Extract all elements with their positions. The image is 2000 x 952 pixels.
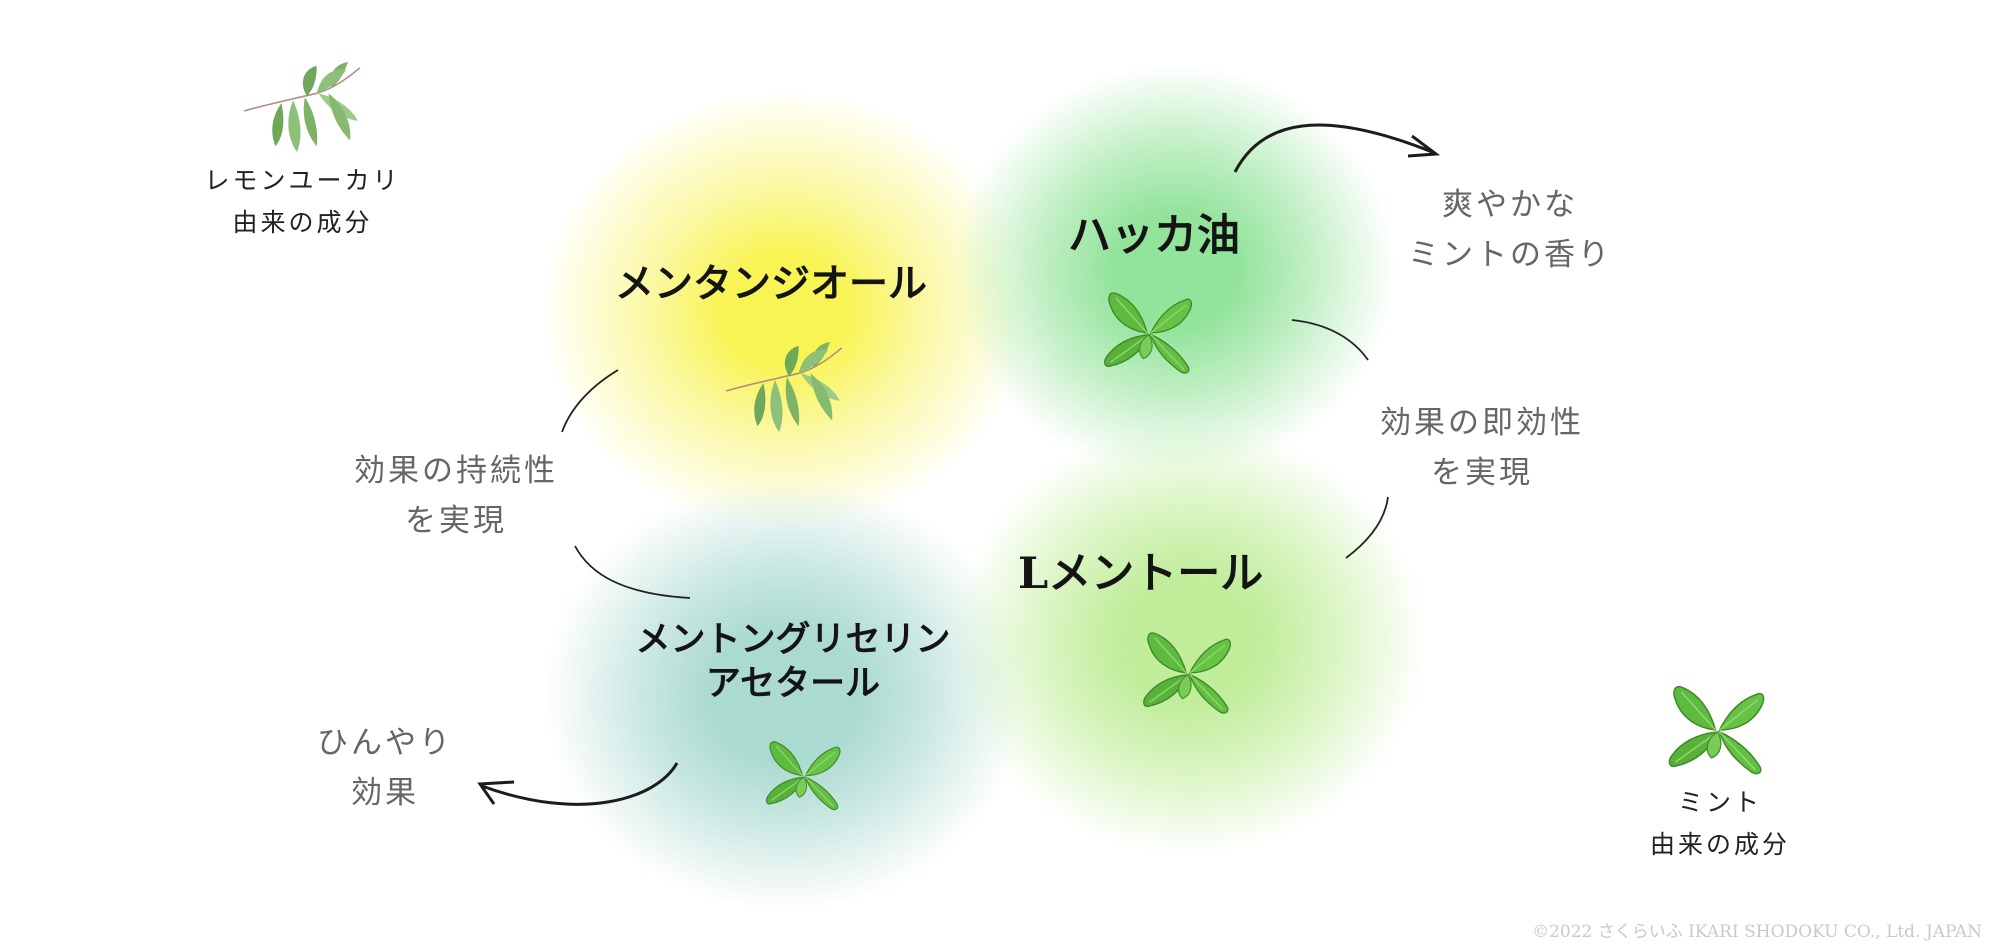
eucalyptus-sprig-icon	[238, 60, 366, 158]
copyright-notice: ©2022 さくらいふ IKARI SHODOKU CO., Ltd. JAPA…	[1532, 917, 1982, 942]
note-scent-line-1: 爽やかな	[1390, 180, 1630, 230]
note-scent-line-2: ミントの香り	[1390, 230, 1630, 280]
note-lasting: 効果の持続性 を実現	[336, 446, 576, 546]
note-cooling-line-2: 効果	[300, 768, 470, 818]
lasting-connector-top	[562, 370, 618, 432]
ingredient-menthone-glycerin-acetal: メントングリセリン アセタール	[633, 618, 953, 706]
note-scent: 爽やかな ミントの香り	[1390, 180, 1630, 280]
cooling-arrowhead-icon	[480, 782, 514, 804]
mint-leaves-icon	[762, 735, 846, 813]
note-cooling: ひんやり 効果	[300, 718, 470, 818]
legend-lemon-eucalyptus-line-1: レモンユーカリ	[190, 160, 415, 202]
ingredient-l-menthol: Lメントール	[1018, 548, 1263, 602]
mint-leaves-icon	[1660, 678, 1775, 778]
eucalyptus-sprig-icon	[720, 340, 848, 438]
mint-leaves-icon	[1100, 285, 1198, 377]
note-immediate-line-2: を実現	[1362, 448, 1602, 498]
note-lasting-line-1: 効果の持続性	[336, 446, 576, 496]
note-immediate-line-1: 効果の即効性	[1362, 398, 1602, 448]
immediate-connector-top	[1292, 320, 1368, 360]
note-cooling-line-1: ひんやり	[300, 718, 470, 768]
legend-mint-line-1: ミント	[1620, 782, 1820, 824]
ingredient-menthanediol: メンタンジオール	[615, 260, 927, 309]
legend-lemon-eucalyptus: レモンユーカリ 由来の成分	[190, 160, 415, 244]
lasting-connector-bottom	[575, 546, 690, 598]
legend-mint-line-2: 由来の成分	[1620, 824, 1820, 866]
legend-mint: ミント 由来の成分	[1620, 782, 1820, 866]
scent-arrow	[1235, 125, 1432, 172]
menthone-line-1: メントングリセリン	[633, 618, 953, 662]
mint-leaves-icon	[1138, 625, 1238, 717]
ingredient-peppermint-oil: ハッカ油	[1068, 210, 1240, 264]
note-lasting-line-2: を実現	[336, 496, 576, 546]
immediate-connector-bottom	[1346, 497, 1388, 558]
cooling-arrow	[482, 763, 677, 804]
legend-lemon-eucalyptus-line-2: 由来の成分	[190, 202, 415, 244]
menthone-line-2: アセタール	[633, 662, 953, 706]
note-immediate: 効果の即効性 を実現	[1362, 398, 1602, 498]
